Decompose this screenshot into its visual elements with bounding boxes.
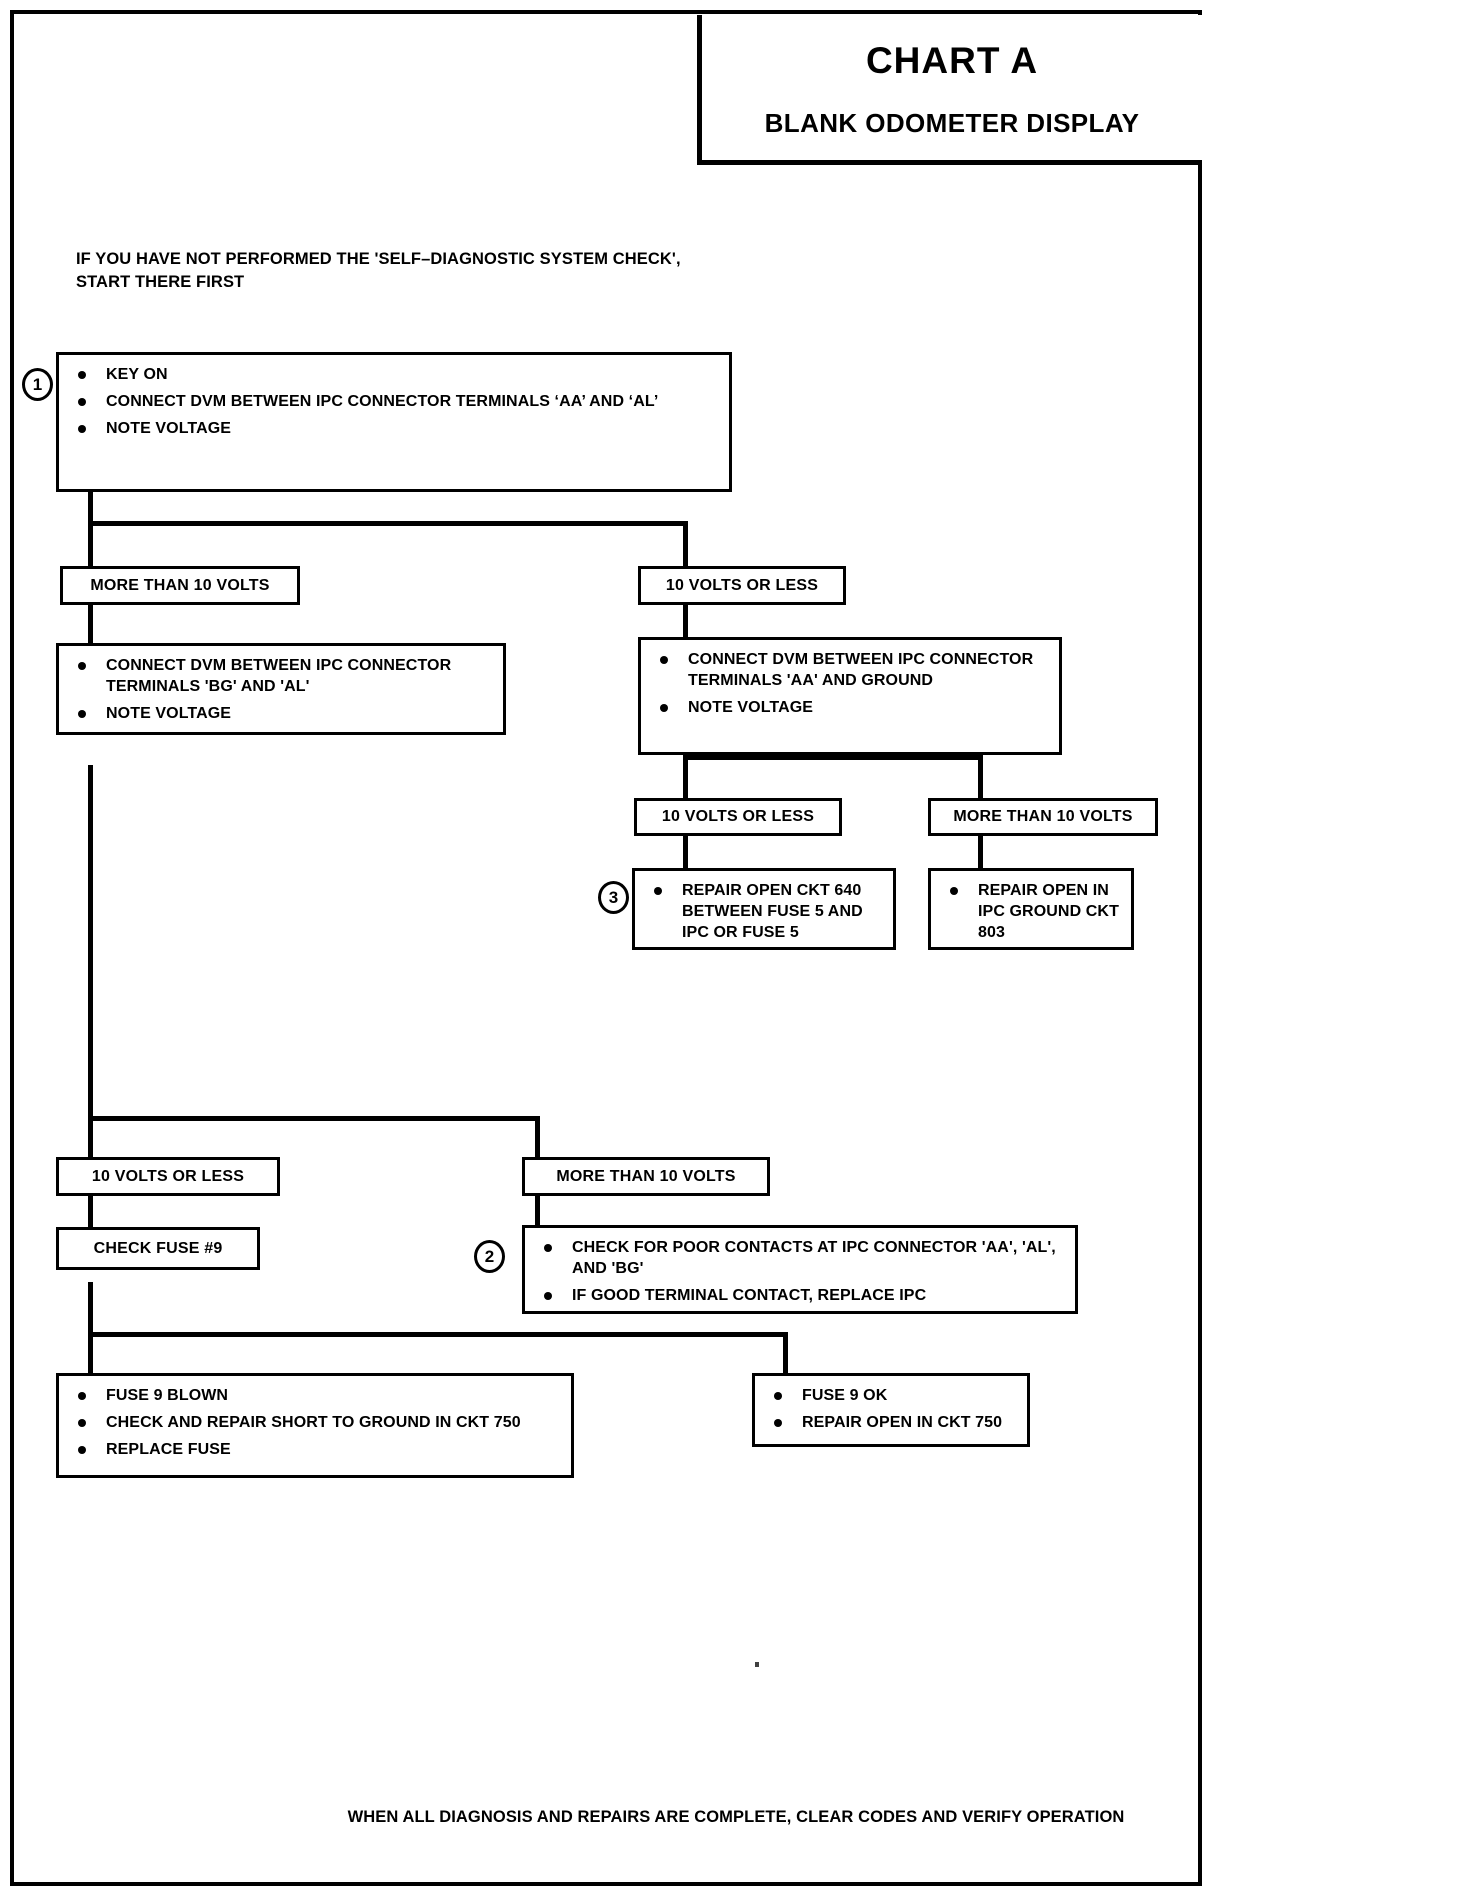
- intro-line-2: START THERE FIRST: [76, 273, 245, 291]
- page-subtitle: BLANK ODOMETER DISPLAY: [764, 108, 1140, 138]
- list-item: KEY ON: [73, 364, 721, 385]
- connector-split-bus-3: [88, 1116, 540, 1121]
- list-item: CONNECT DVM BETWEEN IPC CONNECTOR TERMIN…: [73, 655, 495, 697]
- list-item: CHECK FOR POOR CONTACTS AT IPC CONNECTOR…: [539, 1237, 1067, 1279]
- box-fuse-9-blown: FUSE 9 BLOWN CHECK AND REPAIR SHORT TO G…: [56, 1373, 574, 1478]
- chart-header: CHART A BLANK ODOMETER DISPLAY: [697, 15, 1202, 165]
- list-item: CHECK AND REPAIR SHORT TO GROUND IN CKT …: [73, 1412, 563, 1433]
- step-marker-1: 1: [22, 368, 53, 401]
- box-bg-al-list: CONNECT DVM BETWEEN IPC CONNECTOR TERMIN…: [59, 646, 503, 733]
- box-fuse9-blown-list: FUSE 9 BLOWN CHECK AND REPAIR SHORT TO G…: [59, 1376, 571, 1469]
- page-border: [10, 10, 1202, 1886]
- box-aa-ground-list: CONNECT DVM BETWEEN IPC CONNECTOR TERMIN…: [641, 640, 1059, 727]
- box-repair-ckt-640: REPAIR OPEN CKT 640 BETWEEN FUSE 5 AND I…: [632, 868, 896, 950]
- list-item: IF GOOD TERMINAL CONTACT, REPLACE IPC: [539, 1285, 1067, 1306]
- list-item: REPAIR OPEN IN CKT 750: [769, 1412, 1019, 1433]
- box-step1: KEY ON CONNECT DVM BETWEEN IPC CONNECTOR…: [56, 352, 732, 492]
- intro-note: IF YOU HAVE NOT PERFORMED THE 'SELF–DIAG…: [76, 248, 681, 294]
- box-bg-al-check: CONNECT DVM BETWEEN IPC CONNECTOR TERMIN…: [56, 643, 506, 735]
- list-item: REPAIR OPEN CKT 640 BETWEEN FUSE 5 AND I…: [649, 880, 885, 943]
- box-poor-contacts: CHECK FOR POOR CONTACTS AT IPC CONNECTOR…: [522, 1225, 1078, 1314]
- connector-final-right-drop: [783, 1332, 788, 1374]
- connector-to-repair-640: [683, 835, 688, 871]
- box-step1-list: KEY ON CONNECT DVM BETWEEN IPC CONNECTOR…: [59, 355, 729, 448]
- connector-left-long-vertical: [88, 765, 93, 1120]
- label-more-than-10-volts-right: MORE THAN 10 VOLTS: [928, 798, 1158, 836]
- intro-line-1: IF YOU HAVE NOT PERFORMED THE 'SELF–DIAG…: [76, 250, 681, 268]
- connector-to-check-fuse9: [88, 1196, 93, 1228]
- box-repair-ground-ckt-803: REPAIR OPEN IN IPC GROUND CKT 803: [928, 868, 1134, 950]
- label-10-volts-or-less-right: 10 VOLTS OR LESS: [638, 566, 846, 605]
- connector-lower-right-drop: [535, 1116, 540, 1158]
- footer-text: WHEN ALL DIAGNOSIS AND REPAIRS ARE COMPL…: [347, 1808, 1125, 1826]
- connector-left-label-to-box: [88, 604, 93, 644]
- box-fuse-9-ok: FUSE 9 OK REPAIR OPEN IN CKT 750: [752, 1373, 1030, 1447]
- list-item: CONNECT DVM BETWEEN IPC CONNECTOR TERMIN…: [73, 391, 721, 412]
- page-speck: [755, 1662, 759, 1667]
- list-item: NOTE VOLTAGE: [655, 697, 1051, 718]
- label-10-volts-or-less-lower: 10 VOLTS OR LESS: [56, 1157, 280, 1196]
- connector-to-poor-contacts: [535, 1196, 540, 1226]
- connector-left-drop-1: [88, 521, 93, 567]
- list-item: CONNECT DVM BETWEEN IPC CONNECTOR TERMIN…: [655, 649, 1051, 691]
- connector-sub-left-drop: [683, 755, 688, 799]
- label-more-than-10-volts-lower: MORE THAN 10 VOLTS: [522, 1157, 770, 1196]
- page-title: CHART A: [865, 40, 1039, 81]
- box-check-fuse-9: CHECK FUSE #9: [56, 1227, 260, 1270]
- connector-lower-left-drop: [88, 1116, 93, 1158]
- box-aa-ground-check: CONNECT DVM BETWEEN IPC CONNECTOR TERMIN…: [638, 637, 1062, 755]
- step-marker-2: 2: [474, 1240, 505, 1273]
- label-10-volts-or-less-mid: 10 VOLTS OR LESS: [634, 798, 842, 836]
- box-fuse9-ok-list: FUSE 9 OK REPAIR OPEN IN CKT 750: [755, 1376, 1027, 1442]
- footer-note: WHEN ALL DIAGNOSIS AND REPAIRS ARE COMPL…: [0, 1808, 1472, 1827]
- connector-right-label-to-box: [683, 604, 688, 638]
- label-more-than-10-volts-left: MORE THAN 10 VOLTS: [60, 566, 300, 605]
- connector-right-drop-1: [683, 521, 688, 567]
- box-poor-contacts-list: CHECK FOR POOR CONTACTS AT IPC CONNECTOR…: [525, 1228, 1075, 1315]
- list-item: REPAIR OPEN IN IPC GROUND CKT 803: [945, 880, 1123, 943]
- box-repair-803-list: REPAIR OPEN IN IPC GROUND CKT 803: [931, 871, 1131, 952]
- list-item: NOTE VOLTAGE: [73, 418, 721, 439]
- connector-step1-stem: [88, 490, 93, 524]
- connector-fuse9-stem: [88, 1282, 93, 1336]
- list-item: FUSE 9 BLOWN: [73, 1385, 563, 1406]
- step-marker-3: 3: [598, 881, 629, 914]
- connector-split-bus-4: [88, 1332, 788, 1337]
- connector-final-left-drop: [88, 1332, 93, 1374]
- box-repair-640-list: REPAIR OPEN CKT 640 BETWEEN FUSE 5 AND I…: [635, 871, 893, 952]
- list-item: FUSE 9 OK: [769, 1385, 1019, 1406]
- connector-split-bus-1: [88, 521, 688, 526]
- connector-to-repair-803: [978, 835, 983, 871]
- list-item: REPLACE FUSE: [73, 1439, 563, 1460]
- list-item: NOTE VOLTAGE: [73, 703, 495, 724]
- connector-split-bus-2: [683, 755, 983, 760]
- connector-sub-right-drop: [978, 755, 983, 799]
